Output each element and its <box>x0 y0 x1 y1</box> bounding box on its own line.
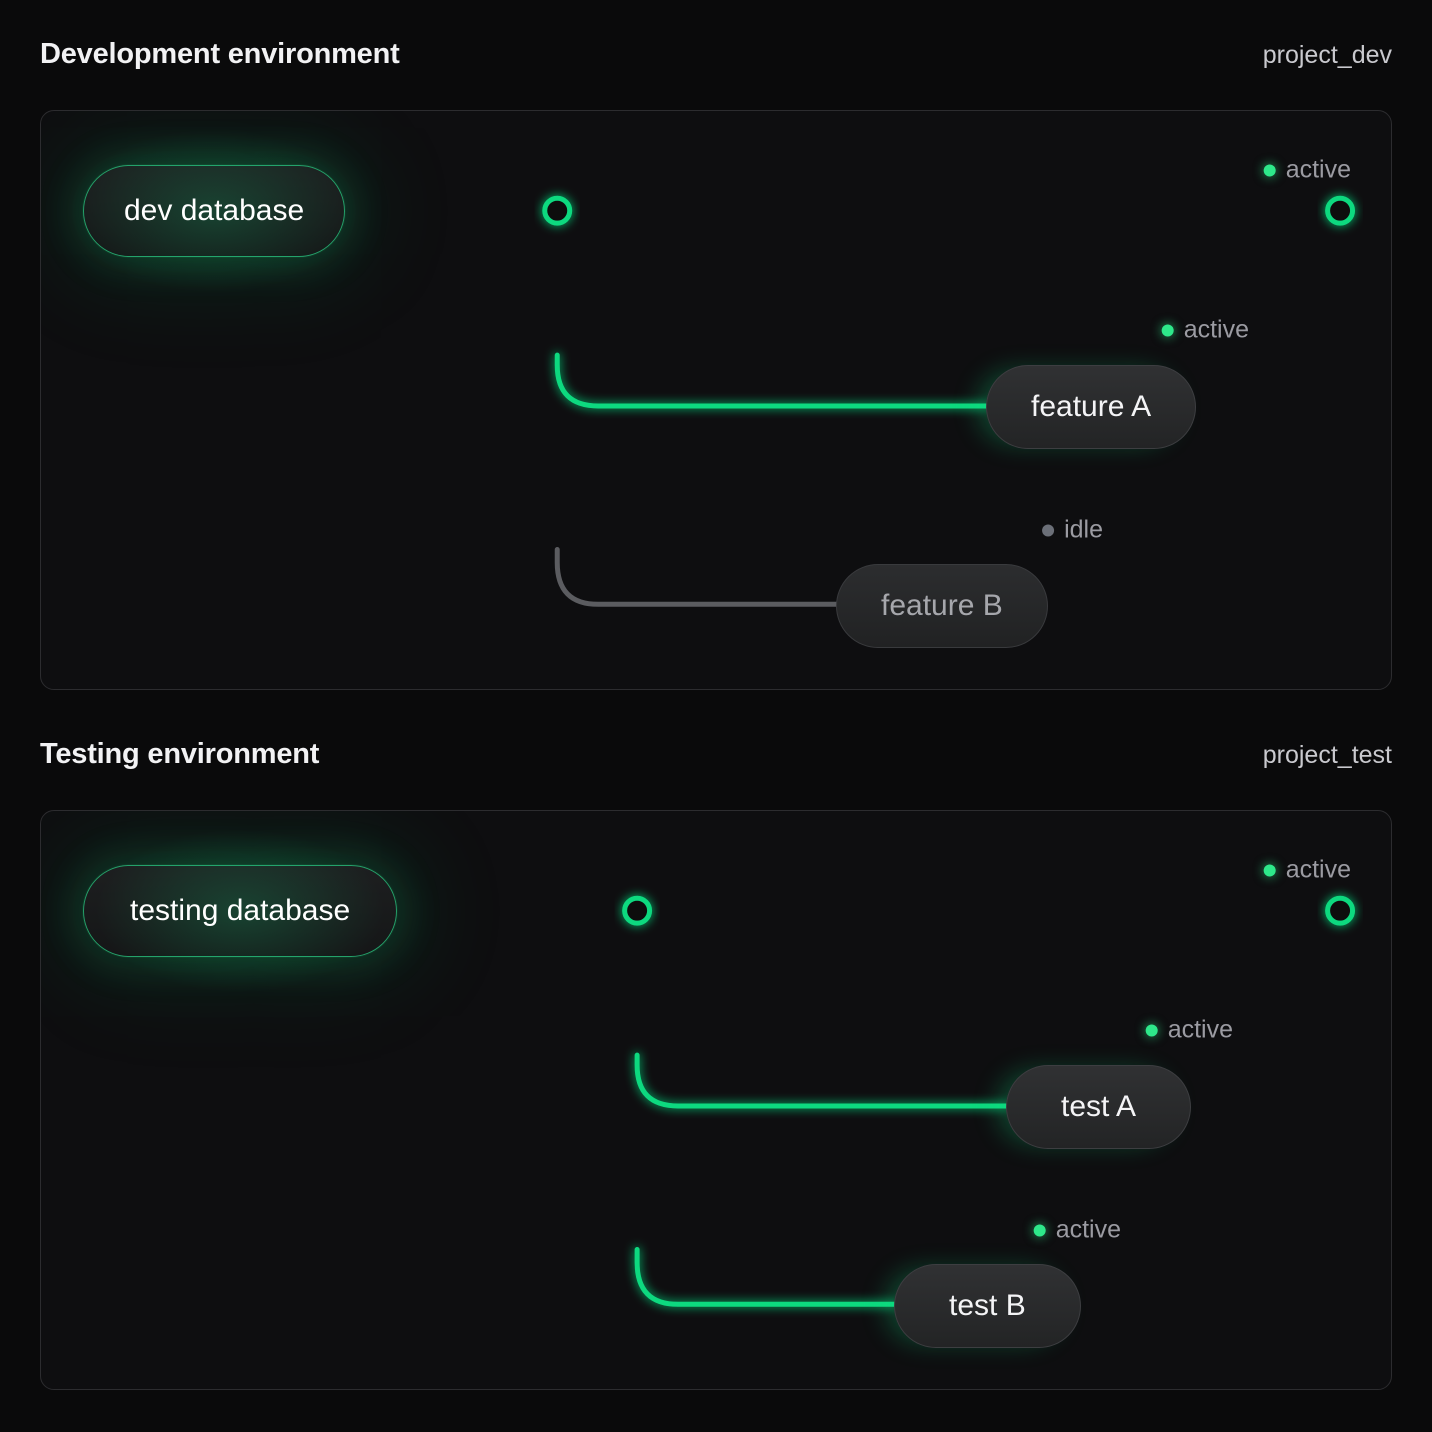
status-badge-feature-b: idle <box>1042 515 1103 544</box>
panel-development: active dev database active feature A idl… <box>40 110 1392 690</box>
status-badge-test-a: active <box>1145 1015 1233 1044</box>
project-name-testing: project_test <box>1262 741 1392 769</box>
status-badge-test-trunk: active <box>1263 855 1351 884</box>
status-label: idle <box>1064 515 1103 544</box>
status-dot-icon <box>1263 864 1276 876</box>
node-dev-database[interactable]: dev database <box>83 165 346 257</box>
status-label: active <box>1183 315 1249 344</box>
status-dot-icon <box>1145 1024 1158 1036</box>
page-title-development: Development environment <box>40 38 400 70</box>
node-label: feature B <box>881 589 1003 622</box>
status-label: active <box>1285 155 1351 184</box>
status-dot-icon <box>1263 164 1276 176</box>
node-label: feature A <box>1031 390 1152 423</box>
status-badge-feature-a: active <box>1161 315 1249 344</box>
node-feature-a[interactable]: feature A <box>986 365 1197 449</box>
section-header-testing: Testing environment project_test <box>40 738 1392 782</box>
node-label: dev database <box>124 194 305 227</box>
panel-testing: active testing database active test A ac… <box>40 810 1392 1390</box>
status-badge-test-b: active <box>1033 1215 1121 1244</box>
status-badge-dev-trunk: active <box>1263 155 1351 184</box>
status-label: active <box>1055 1215 1121 1244</box>
project-name-development: project_dev <box>1262 41 1392 69</box>
node-feature-b[interactable]: feature B <box>836 564 1048 648</box>
node-test-a[interactable]: test A <box>1006 1065 1192 1149</box>
status-label: active <box>1285 855 1351 884</box>
node-test-b[interactable]: test B <box>894 1264 1081 1348</box>
status-dot-icon <box>1161 324 1174 336</box>
node-label: test B <box>949 1289 1026 1322</box>
node-label: testing database <box>130 894 351 927</box>
status-dot-icon <box>1042 524 1055 536</box>
node-testing-database[interactable]: testing database <box>83 865 398 957</box>
section-header-development: Development environment project_dev <box>40 38 1392 82</box>
status-label: active <box>1167 1015 1233 1044</box>
status-dot-icon <box>1033 1224 1046 1236</box>
node-label: test A <box>1061 1090 1137 1123</box>
page-title-testing: Testing environment <box>40 738 320 770</box>
